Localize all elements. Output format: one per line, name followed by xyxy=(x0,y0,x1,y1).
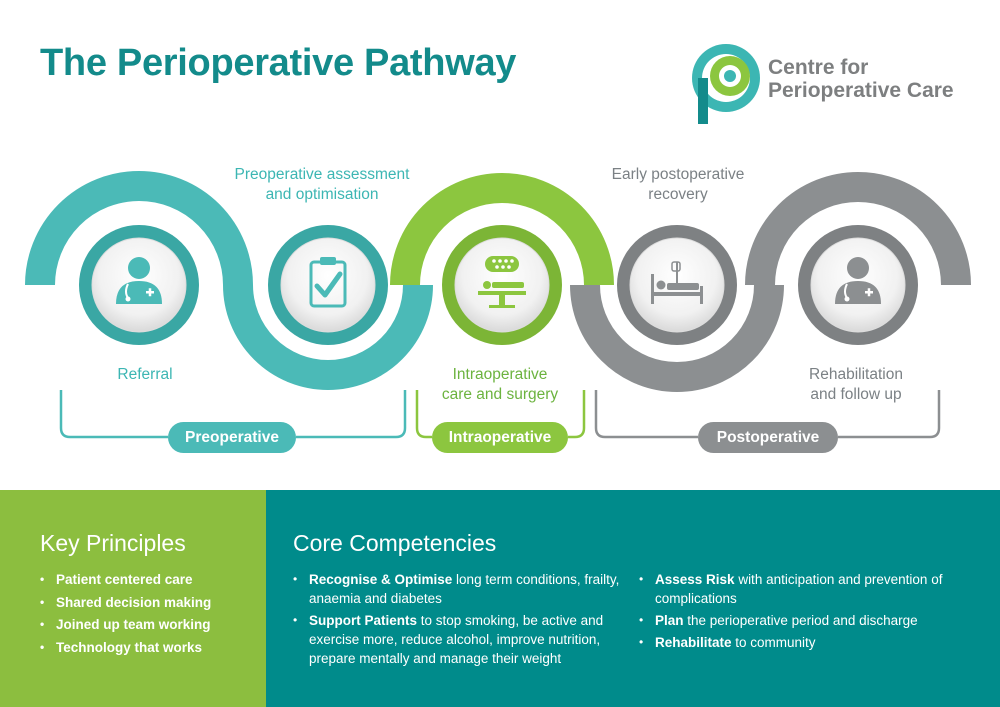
pathway-wave xyxy=(25,171,971,439)
list-item: Joined up team working xyxy=(40,615,255,634)
key-principles-title: Key Principles xyxy=(40,530,186,556)
list-item-text: long term conditions, frailty, anaemia a… xyxy=(309,572,620,606)
stage-label-line: and optimisation xyxy=(265,186,379,203)
stage-label-referral: Referral xyxy=(95,365,195,385)
core-competencies-panel: Core Competencies Recognise & Optimise l… xyxy=(266,490,1000,707)
wave-segment-4 xyxy=(570,284,784,392)
list-item: Technology that works xyxy=(40,638,255,657)
stage-circle-referral xyxy=(79,225,199,345)
wave-segment-3 xyxy=(390,173,614,286)
doctor-icon xyxy=(835,257,881,304)
page-title: The Perioperative Pathway xyxy=(40,42,517,84)
stage-label-line: Early postoperative xyxy=(611,166,745,183)
phase-pill-preoperative: Preoperative xyxy=(168,422,296,453)
operating-table-icon xyxy=(478,256,526,308)
stage-circle-intraoperative xyxy=(442,225,562,345)
logo: Centre for Perioperative Care xyxy=(688,38,978,126)
list-item-emphasis: Plan xyxy=(655,613,684,628)
stage-label-preoperative-assessment: Preoperative assessment and optimisation xyxy=(222,165,422,205)
core-competencies-right-list: Assess Risk with anticipation and preven… xyxy=(639,570,959,655)
list-item-text: with anticipation and prevention of comp… xyxy=(655,572,943,606)
key-principles-panel: Key Principles Patient centered care Sha… xyxy=(0,490,266,707)
stage-circle-preoperative-assessment xyxy=(268,225,388,345)
list-item: Assess Risk with anticipation and preven… xyxy=(639,570,959,608)
wave-segment-1 xyxy=(25,171,253,286)
stage-circle-rehabilitation xyxy=(798,225,918,345)
list-item: Plan the perioperative period and discha… xyxy=(639,611,959,630)
stage-label-line: recovery xyxy=(648,186,708,203)
list-item-emphasis: Rehabilitate xyxy=(655,635,732,650)
wave-segment-5 xyxy=(745,172,971,286)
list-item-emphasis: Assess Risk xyxy=(655,572,735,587)
logo-text: Centre for Perioperative Care xyxy=(768,56,954,102)
stage-label-line: and follow up xyxy=(810,386,902,403)
logo-text-line2: Perioperative Care xyxy=(768,79,954,102)
list-item-text: to community xyxy=(731,635,816,650)
phase-pill-postoperative: Postoperative xyxy=(698,422,838,453)
hospital-bed-icon xyxy=(651,261,703,304)
list-item-emphasis: Support Patients xyxy=(309,613,418,628)
bracket-intraoperative xyxy=(415,390,586,439)
bracket-postoperative xyxy=(594,390,941,439)
clipboard-check-icon xyxy=(309,257,347,308)
logo-text-line1: Centre for xyxy=(768,56,869,79)
stage-label-early-postoperative: Early postoperative recovery xyxy=(593,165,763,205)
list-item: Shared decision making xyxy=(40,593,255,612)
stage-label-line: Intraoperative xyxy=(452,366,548,383)
logo-mark-icon xyxy=(692,44,760,124)
phase-pill-intraoperative: Intraoperative xyxy=(432,422,568,453)
stage-label-rehabilitation: Rehabilitation and follow up xyxy=(786,365,926,405)
core-competencies-left-list: Recognise & Optimise long term condition… xyxy=(293,570,628,671)
core-competencies-title: Core Competencies xyxy=(293,530,497,556)
doctor-icon xyxy=(116,257,162,304)
list-item-text: the perioperative period and discharge xyxy=(683,613,918,628)
stage-label-line: care and surgery xyxy=(441,386,559,403)
list-item: Recognise & Optimise long term condition… xyxy=(293,570,628,608)
list-item: Support Patients to stop smoking, be act… xyxy=(293,611,628,668)
stage-label-intraoperative: Intraoperative care and surgery xyxy=(425,365,575,405)
bracket-preoperative xyxy=(59,390,407,439)
key-principles-list: Patient centered care Shared decision ma… xyxy=(40,570,255,660)
list-item: Patient centered care xyxy=(40,570,255,589)
stage-label-line: Rehabilitation xyxy=(809,366,903,383)
list-item-text: to stop smoking, be active and exercise … xyxy=(309,613,604,666)
stage-circle-early-postoperative xyxy=(617,225,737,345)
pathway-diagram: Referral Preoperative assessment and opt… xyxy=(0,140,1000,480)
bottom-panels: Key Principles Patient centered care Sha… xyxy=(0,490,1000,707)
list-item-emphasis: Recognise & Optimise xyxy=(309,572,453,587)
stage-label-line: Referral xyxy=(117,366,173,383)
list-item: Rehabilitate to community xyxy=(639,633,959,652)
stage-label-line: Preoperative assessment xyxy=(234,166,410,183)
wave-segment-2 xyxy=(223,284,433,390)
